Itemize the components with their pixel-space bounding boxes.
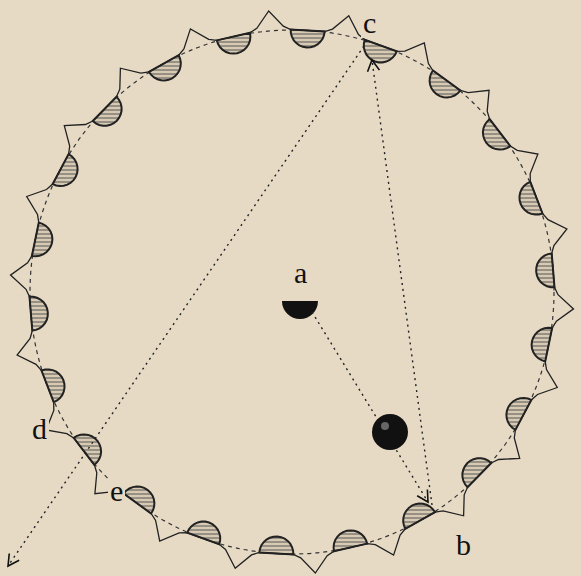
point-label: d: [30, 414, 49, 444]
cup: [403, 504, 435, 529]
rebound-path: [372, 60, 432, 505]
cup: [53, 154, 78, 186]
cup: [149, 55, 181, 80]
cup: [93, 97, 122, 126]
cup: [259, 537, 293, 555]
cup: [187, 522, 220, 545]
cup: [291, 30, 325, 48]
cup: [74, 434, 101, 465]
ball-highlight: [381, 422, 389, 430]
cup: [506, 398, 531, 430]
cup: [483, 119, 510, 150]
cup: [124, 487, 155, 514]
cup: [462, 458, 491, 487]
wheel-rim: [11, 11, 574, 573]
point-label: c: [361, 8, 378, 38]
ball-path: [312, 312, 428, 502]
point-label: b: [454, 530, 473, 560]
dashed-circle: [30, 30, 554, 554]
cup: [520, 182, 543, 215]
point-label: e: [108, 476, 125, 506]
cup: [430, 71, 461, 98]
center-cup: [282, 301, 318, 319]
cup: [42, 369, 65, 402]
exit-path: [8, 46, 364, 566]
cup: [364, 40, 397, 63]
zigzag-rim: [11, 11, 574, 573]
ball: [372, 414, 408, 450]
point-label: a: [292, 258, 309, 288]
